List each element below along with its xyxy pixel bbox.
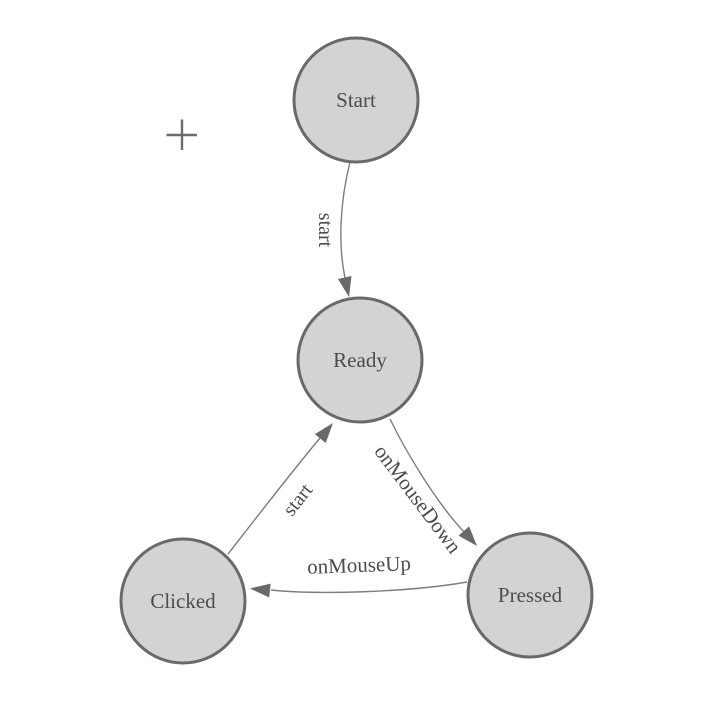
arrowhead-icon	[458, 526, 477, 546]
state-node-ready[interactable]: Ready	[296, 296, 424, 424]
state-circle-start[interactable]	[292, 36, 420, 164]
state-label-start: Start	[336, 88, 376, 112]
state-node-clicked[interactable]: Clicked	[119, 537, 247, 665]
transition-clicked-to-ready-line[interactable]	[227, 437, 321, 555]
arrowhead-icon	[338, 276, 352, 297]
transition-label-pressed-to-clicked: onMouseUp	[307, 551, 412, 579]
state-label-pressed: Pressed	[498, 583, 563, 607]
arrowhead-icon	[250, 583, 271, 598]
state-circle-ready[interactable]	[296, 296, 424, 424]
transition-start-to-ready[interactable]: start	[314, 161, 352, 297]
state-label-clicked: Clicked	[150, 589, 216, 613]
transition-ready-to-pressed-line[interactable]	[389, 418, 465, 533]
arrowhead-icon	[314, 423, 333, 443]
transition-clicked-to-ready[interactable]: start	[227, 423, 333, 555]
state-node-pressed[interactable]: Pressed	[466, 531, 594, 659]
state-circle-pressed[interactable]	[466, 531, 594, 659]
transition-label-clicked-to-ready: start	[279, 479, 318, 520]
transition-label-start-to-ready: start	[314, 213, 336, 248]
state-circle-clicked[interactable]	[119, 537, 247, 665]
transition-label-ready-to-pressed: onMouseDown	[369, 440, 466, 558]
state-label-ready: Ready	[333, 348, 387, 372]
state-node-start[interactable]: Start	[292, 36, 420, 164]
transition-ready-to-pressed[interactable]: onMouseDown	[369, 418, 477, 558]
transition-start-to-ready-line[interactable]	[340, 161, 351, 279]
transition-pressed-to-clicked[interactable]: onMouseUp	[250, 551, 468, 598]
crosshair-icon	[166, 119, 197, 150]
transition-pressed-to-clicked-line[interactable]	[270, 581, 468, 594]
